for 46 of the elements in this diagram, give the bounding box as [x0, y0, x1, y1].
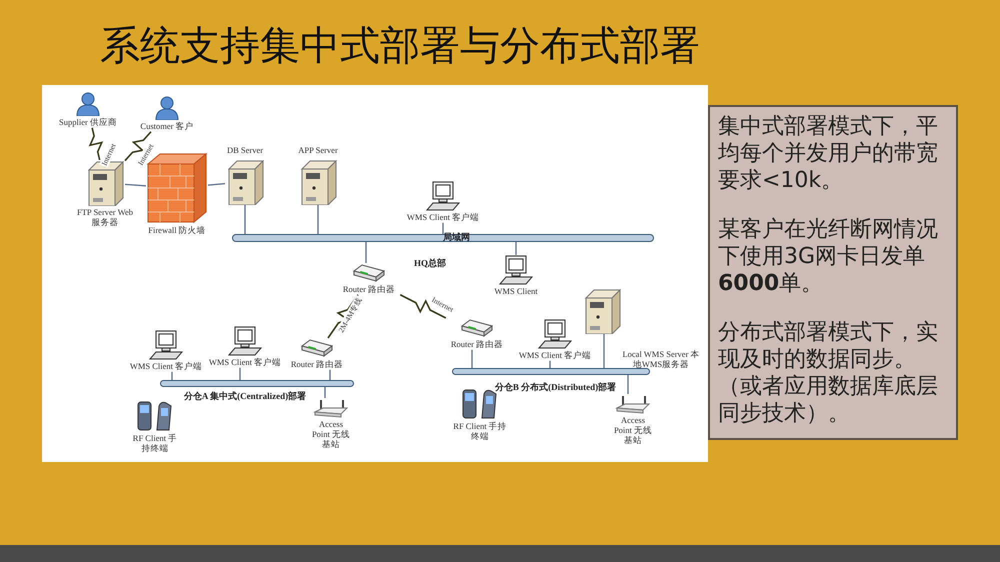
node-label: Router 路由器 [290, 360, 344, 370]
node-label: WMS Client 客户端 [208, 358, 282, 368]
node-label: Supplier 供应商 [59, 118, 117, 128]
node-label: Firewall 防火墙 [148, 226, 206, 236]
node-label: APP Server [298, 146, 338, 156]
node-label: Router 路由器 [450, 340, 504, 350]
node-label: WMS Client 客户端 [130, 362, 202, 372]
title: 系统支持集中式部署与分布式部署 [100, 22, 700, 70]
network-line [603, 334, 605, 368]
node-label: Customer 客户 [140, 122, 194, 132]
node-label: RF Client 手持终端 [132, 434, 178, 454]
network-line [365, 242, 367, 263]
network-line [124, 184, 146, 186]
node-label: WMS Client 客户端 [406, 213, 480, 223]
network-line [627, 375, 629, 394]
wireless-link [88, 128, 104, 160]
node-label: Router 路由器 [342, 285, 396, 295]
note-box [708, 105, 958, 440]
note-text: 某客户在光纤断网情况下使用3G网卡日发单6000单。 [718, 216, 939, 297]
network-bar: 局域网 [232, 234, 654, 242]
network-bar [452, 368, 650, 375]
note-text: 分布式部署模式下，实现及时的数据同步。（或者应用数据库底层同步技术）。 [718, 319, 939, 427]
node-label: WMS Client 客户端 [518, 351, 592, 361]
node-label: Access Point 无线基站 [613, 416, 653, 446]
network-line [239, 368, 241, 380]
node-label: Access Point 无线基站 [311, 420, 351, 450]
node-label: RF Client 手持终端 [452, 422, 508, 442]
area-label: 分仓A 集中式(Centralized)部署 [182, 391, 308, 403]
node-label: DB Server [226, 146, 264, 156]
area-label: 分仓B 分布式(Distributed)部署 [494, 382, 618, 394]
node-label: Local WMS Server 本地WMS服务器 [622, 350, 700, 370]
wireless-link [400, 294, 446, 319]
node-label: WMS Client [494, 287, 538, 297]
network-line [317, 204, 319, 234]
note-text: 集中式部署模式下，平均每个并发用户的带宽要求<10k。 [718, 113, 939, 194]
network-line [471, 350, 473, 368]
node-label: FTP Server Web服务器 [76, 208, 134, 228]
network-bar [160, 380, 354, 387]
network-line [442, 222, 444, 234]
network-line [244, 204, 246, 234]
network-line [515, 242, 517, 255]
wireless-link [124, 131, 152, 162]
network-line [208, 182, 226, 186]
network-line [324, 387, 326, 398]
area-label: HQ总部 [412, 258, 447, 270]
network-line [329, 370, 331, 380]
